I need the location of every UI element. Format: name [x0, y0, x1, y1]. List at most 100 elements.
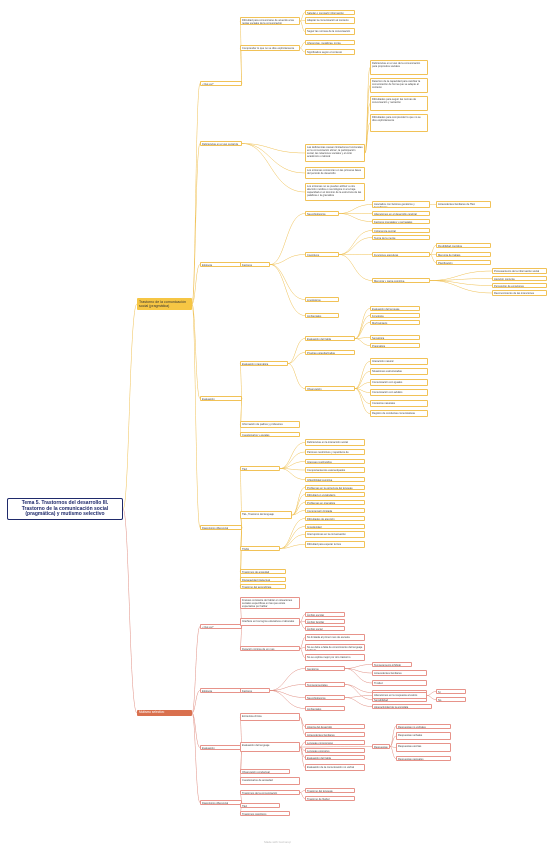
topic-node-q1b[interactable]: Adaptar la comunicación al contexto	[305, 17, 355, 24]
topic-node-g-tdah3[interactable]: Interrupciones en la conversación	[305, 531, 365, 538]
topic-node-v3a[interactable]: Interacción natural	[370, 358, 428, 365]
topic-node-g-ta[interactable]: Trastorno del aprendizaje	[240, 584, 286, 589]
topic-node-md1a[interactable]: Trastorno del lenguaje	[305, 788, 355, 793]
topic-node-g-tdah1[interactable]: Dificultades de atención	[305, 516, 365, 521]
topic-node-v4[interactable]: Información de padres y profesores	[240, 421, 300, 428]
topic-node-v1f[interactable]: Pragmática	[370, 343, 420, 348]
topic-node-v1e[interactable]: Semántica	[370, 335, 420, 340]
topic-node-mq2c[interactable]: Ámbito social	[305, 626, 345, 631]
topic-node-e-cog3[interactable]: Coherencia central	[372, 228, 430, 233]
topic-node-v1c[interactable]: Fonología	[370, 313, 420, 318]
topic-node-m-eti[interactable]: Etiología	[200, 688, 242, 693]
topic-node-q1[interactable]: Dificultad para comunicarse de acuerdo a…	[240, 17, 300, 25]
topic-node-me-temp[interactable]: Temperamentales	[305, 682, 345, 687]
topic-node-mv2c[interactable]: Evaluación del habla	[305, 755, 365, 760]
topic-node-v3f[interactable]: Registro de conductas comunicativas	[370, 410, 428, 417]
topic-node-e-cog4[interactable]: Memoria y carga cognitiva	[372, 278, 430, 283]
topic-node-mv2e4[interactable]: Respuestas gestuales	[396, 756, 451, 761]
root-topic[interactable]: Tema 5. Trastornos del desarrollo III. T…	[7, 498, 123, 520]
topic-node-a-def[interactable]: Deficiencias en el uso social de la comu…	[200, 141, 242, 146]
topic-node-a-eti[interactable]: Etiología	[200, 262, 242, 267]
topic-node-mq3a[interactable]: No limitada al primer mes de escuela	[305, 634, 365, 641]
topic-node-v3b[interactable]: Situaciones estructuradas	[370, 368, 428, 375]
topic-node-me-neu1[interactable]: Hiperactividad de la amígdala	[372, 704, 432, 709]
topic-node-q2b[interactable]: Significados según el contexto	[305, 49, 355, 55]
topic-node-mv1b[interactable]: Antecedentes familiares	[305, 732, 365, 737]
topic-node-g-tea3[interactable]: Intereses restringidos	[305, 459, 365, 464]
topic-node-e-cog1[interactable]: Teoría de la mente	[372, 235, 430, 240]
topic-node-d2[interactable]: Los síntomas comienzan en las primeras f…	[305, 167, 365, 179]
topic-node-mv2e2[interactable]: Respuestas verbales	[396, 732, 451, 740]
topic-node-tcs[interactable]: Trastorno de la comunicación social (pra…	[137, 298, 192, 310]
topic-node-g-tea2[interactable]: Patrones restrictivos y repetitivos de c…	[305, 449, 365, 455]
topic-node-e-neu1[interactable]: Asociados con factores genéticos y hered…	[372, 201, 430, 208]
topic-node-me-gen3[interactable]: Timidez	[372, 680, 427, 686]
topic-node-g-tea[interactable]: TEA	[240, 466, 280, 471]
topic-node-v1a[interactable]: Evaluación del habla	[305, 336, 355, 341]
topic-node-g-tdah2[interactable]: Impulsividad	[305, 524, 365, 529]
topic-node-me-amb[interactable]: Ambientales	[305, 706, 345, 711]
topic-node-me-gen2[interactable]: Antecedentes familiares	[372, 670, 427, 676]
topic-node-m-que[interactable]: ¿Qué es?	[200, 624, 242, 629]
topic-node-e-neu1a[interactable]: Antecedentes familiares de TEA	[436, 201, 491, 208]
topic-node-mq2a[interactable]: Ámbito escolar	[305, 612, 345, 617]
topic-node-mq3c[interactable]: No se explica mejor por otro trastorno	[305, 654, 365, 661]
topic-node-mv2[interactable]: Evaluación del lenguaje	[240, 742, 300, 752]
topic-node-g-tdah[interactable]: TDAH	[240, 546, 280, 551]
topic-node-mq2[interactable]: Interfiere en los logros educativos o la…	[240, 618, 300, 626]
topic-node-e-cog4c[interactable]: Percepción de emociones	[492, 283, 547, 288]
topic-node-a-eval[interactable]: Evaluación	[200, 396, 242, 401]
topic-node-e-cog2a[interactable]: Flexibilidad cognitiva	[436, 243, 491, 248]
topic-node-a-dif[interactable]: Diagnóstico diferencial	[200, 525, 242, 530]
topic-node-e-cog4b[interactable]: Atención conjunta	[492, 276, 547, 281]
topic-node-me-neu[interactable]: Neurobiológicos	[305, 695, 345, 700]
topic-node-g-tel3[interactable]: Problemas en gramática	[305, 500, 365, 505]
topic-node-mv4[interactable]: Cuestionarios de ansiedad	[240, 777, 300, 785]
topic-node-g-tel[interactable]: TEL, Trastorno del lenguaje	[240, 511, 292, 519]
topic-node-mv2e1[interactable]: Respuestas no verbales	[396, 724, 451, 729]
topic-node-md2[interactable]: TEA	[240, 803, 280, 808]
topic-node-q1a[interactable]: Saludar o compartir información	[305, 10, 355, 15]
topic-node-e-neu3[interactable]: Factores prenatales y perinatales	[372, 219, 430, 224]
topic-node-e-cog4a[interactable]: Procesamiento de la información social	[492, 268, 547, 274]
topic-node-d1b[interactable]: Deterioro de la capacidad para cambiar l…	[370, 78, 428, 93]
topic-node-e-cog2c[interactable]: Planificación	[436, 260, 491, 265]
topic-node-g-tel4[interactable]: Comprensión limitada	[305, 508, 365, 513]
topic-node-g-di[interactable]: Discapacidad intelectual	[240, 577, 286, 582]
topic-node-e-cog2[interactable]: Funciones ejecutivas	[372, 252, 430, 257]
topic-node-e-cog4d[interactable]: Reconocimiento de las intenciones	[492, 290, 547, 296]
topic-node-d1c[interactable]: Dificultades para seguir las normas de c…	[370, 96, 428, 111]
topic-node-v3e[interactable]: Contextos naturales	[370, 400, 428, 407]
topic-node-me-neu2b[interactable]: No	[436, 697, 466, 702]
topic-node-g-tea5[interactable]: Inflexibilidad cognitiva	[305, 477, 365, 482]
topic-node-m-dif[interactable]: Diagnóstico diferencial	[200, 800, 242, 805]
topic-node-ms[interactable]: Mutismo selectivo	[137, 710, 192, 716]
topic-node-mq2b[interactable]: Ámbito familiar	[305, 619, 345, 624]
topic-node-v1d[interactable]: Morfosintaxis	[370, 320, 420, 325]
topic-node-me-gen1[interactable]: Temperamento inhibido	[372, 662, 412, 667]
topic-node-e-amb[interactable]: Ambientales	[305, 313, 339, 318]
topic-node-md1b[interactable]: Trastorno de fluidez	[305, 796, 355, 801]
topic-node-v2[interactable]: Pruebas estandarizadas	[305, 350, 355, 355]
topic-node-mv2b[interactable]: Lenguaje expresivo	[305, 748, 365, 753]
topic-node-e-neu[interactable]: Neurobiológicos	[305, 211, 339, 216]
topic-node-v3d[interactable]: Comunicación con adultos	[370, 389, 428, 396]
topic-node-e-fac[interactable]: Factores	[240, 262, 270, 267]
topic-node-e-cog[interactable]: Cognitivos	[305, 252, 339, 257]
topic-node-me-neu2a[interactable]: Sí	[436, 689, 466, 694]
topic-node-mv2e3[interactable]: Respuestas escritas	[396, 743, 451, 752]
topic-node-me-neu2[interactable]: Alteraciones en la respuesta al estrés	[372, 692, 427, 699]
topic-node-g-ans[interactable]: Trastornos de ansiedad	[240, 569, 286, 574]
topic-node-mq1[interactable]: Fracaso constante de hablar en situacion…	[240, 597, 300, 609]
topic-node-g-tdah4[interactable]: Dificultad para esperar turnos	[305, 541, 365, 548]
topic-node-q1c[interactable]: Seguir las normas de la conversación	[305, 28, 355, 35]
topic-node-v1b[interactable]: Evaluación del lenguaje	[370, 306, 420, 311]
topic-node-md1[interactable]: Trastornos de la comunicación	[240, 790, 300, 795]
topic-node-mv1a[interactable]: Historia del desarrollo	[305, 724, 365, 729]
topic-node-v3[interactable]: Observación	[305, 386, 355, 391]
topic-node-v1[interactable]: Evaluación pragmática	[240, 361, 288, 366]
topic-node-mv1[interactable]: Entrevista clínica	[240, 713, 300, 721]
topic-node-d1d[interactable]: Dificultades para comprender lo que no s…	[370, 114, 428, 132]
topic-node-mv2e[interactable]: Respuestas	[372, 744, 390, 749]
topic-node-mv2a[interactable]: Lenguaje comprensivo	[305, 740, 365, 745]
